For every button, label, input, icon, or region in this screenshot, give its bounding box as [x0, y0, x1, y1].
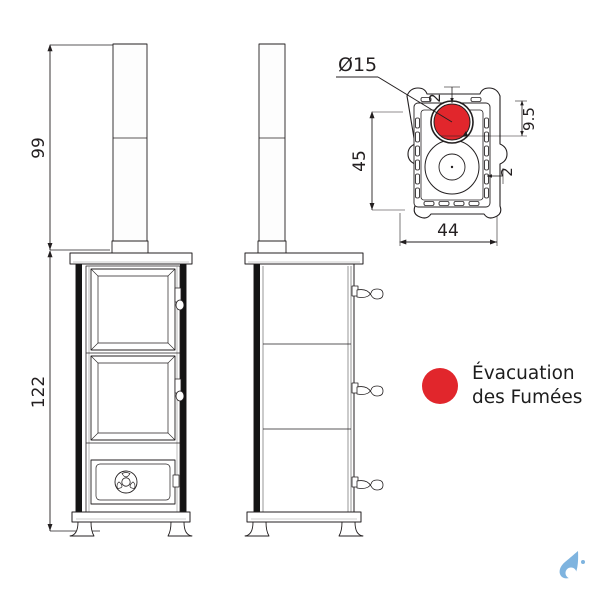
diameter-leader — [336, 76, 453, 123]
front-flue-pipe — [111, 43, 149, 258]
side-handle-middle — [351, 382, 384, 397]
front-top-plate — [69, 252, 193, 265]
side-handle-lower — [351, 476, 384, 491]
hob-circle — [424, 139, 480, 195]
dimension-label-9-5: 9.5 — [520, 107, 538, 131]
side-view — [244, 43, 384, 537]
legend: Évacuation des Fumées — [422, 362, 582, 410]
front-feet — [69, 521, 193, 537]
dimension-45 — [369, 111, 405, 211]
front-lower-door — [90, 355, 176, 441]
droplet-logo — [559, 551, 585, 579]
dimension-label-diameter: Ø15 — [338, 54, 377, 76]
side-handle-upper — [351, 285, 384, 300]
dimension-label-2-top: 2 — [426, 93, 444, 103]
front-upper-door — [90, 268, 176, 351]
legend-label-line1: Évacuation — [472, 363, 575, 384]
dimension-label-44: 44 — [437, 221, 459, 241]
top-plate-detail — [336, 76, 527, 246]
dimension-label-122: 122 — [29, 376, 49, 408]
front-upper-door-handle — [174, 287, 185, 311]
side-body — [253, 263, 355, 517]
side-flue-pipe — [257, 43, 287, 258]
front-base — [71, 511, 191, 523]
dimension-9.5 — [441, 100, 527, 137]
front-view — [69, 43, 193, 537]
legend-color-swatch-red — [422, 368, 458, 405]
dimension-label-2-right: 2 — [498, 167, 516, 177]
legend-label-line2: des Fumées — [472, 387, 583, 409]
dimension-2-right — [486, 168, 504, 184]
air-control-knob-icon — [114, 470, 138, 494]
dimension-44 — [399, 213, 498, 246]
plate-slots — [415, 97, 489, 206]
dimension-label-99: 99 — [29, 137, 49, 159]
side-feet — [244, 521, 364, 537]
dimension-2-top — [444, 86, 460, 104]
side-top-plate — [244, 252, 364, 265]
legend-label: Évacuation des Fumées — [472, 362, 582, 410]
front-lower-door-handle — [174, 378, 185, 402]
side-base — [246, 511, 362, 523]
dimension-label-45: 45 — [350, 150, 370, 172]
